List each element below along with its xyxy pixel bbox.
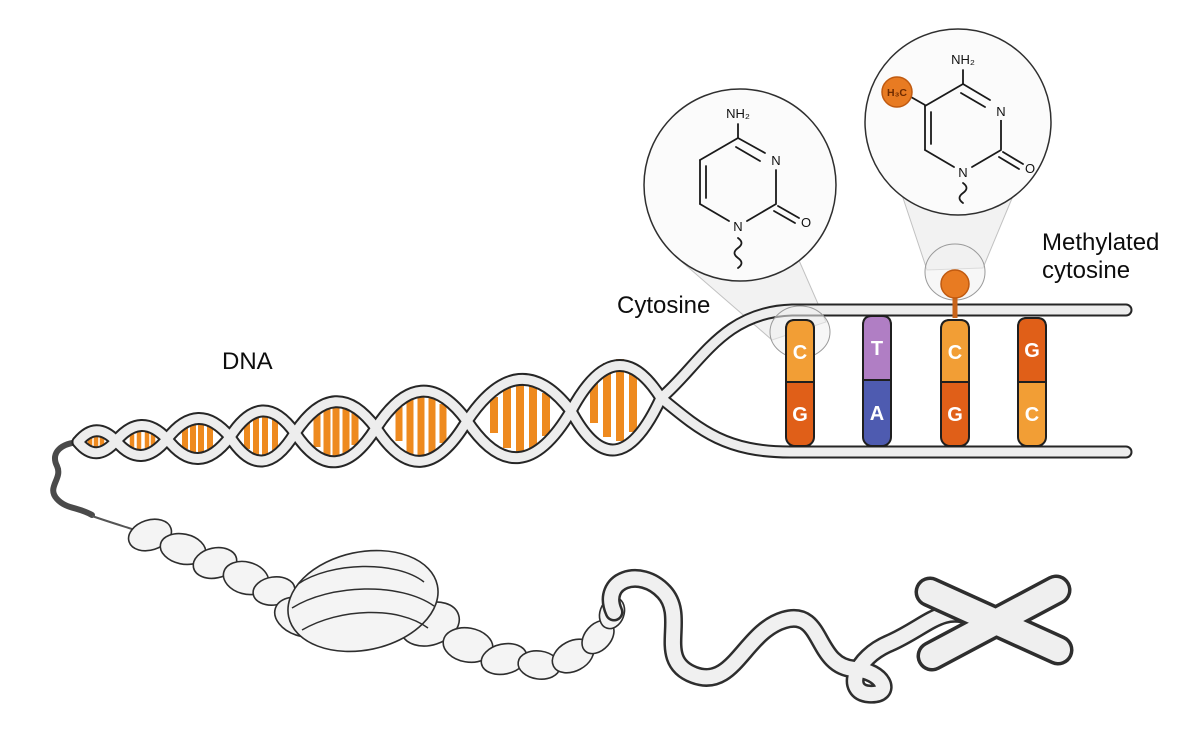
nucleosome-beads	[442, 596, 626, 680]
methyl-group-icon	[940, 269, 970, 299]
base-bottom-letter: G	[792, 404, 808, 426]
base-pair-columns: C G T A C G G C	[785, 269, 1047, 447]
glycosidic-bond-squiggle	[958, 182, 968, 204]
cytosine-label: Cytosine	[617, 292, 710, 319]
base-top-letter: G	[1024, 340, 1040, 362]
nucleosome-cluster	[273, 549, 461, 653]
chromatin-fiber	[50, 439, 1074, 704]
cytosine-zoom: NH₂ N N O	[643, 88, 837, 282]
methylated-zoom-circle	[864, 28, 1052, 216]
base-pair-column-cg: C G	[785, 319, 815, 447]
chromosome	[914, 574, 1074, 672]
ring-nitrogen-label: N	[996, 104, 1005, 119]
svg-text:Methylated: Methylated	[1042, 229, 1159, 256]
cluster-band	[291, 588, 435, 609]
base-pair-column-cg-methylated: C G	[940, 269, 970, 447]
methylated-cytosine-structure: NH₂ H₃C N N O	[881, 52, 1035, 204]
cluster-band	[297, 565, 425, 585]
dna-helix	[71, 303, 1133, 469]
nucleosome-beads	[127, 518, 296, 606]
chromatin-tube	[601, 568, 982, 704]
oxygen-label: O	[801, 215, 811, 230]
ring-nitrogen-label: N	[958, 165, 967, 180]
amino-group-label: NH₂	[726, 106, 750, 121]
methylated-cytosine-zoom: NH₂ H₃C N N O	[864, 28, 1052, 216]
base-pair-column-gc: G C	[1017, 317, 1047, 447]
base-top-letter: C	[948, 342, 962, 364]
cytosine-structure: NH₂ N N O	[699, 106, 811, 269]
glycosidic-bond-squiggle	[733, 237, 743, 269]
dna-label: DNA	[222, 348, 273, 375]
linker-dna-squiggle	[50, 439, 95, 518]
ring-nitrogen-label: N	[733, 219, 742, 234]
methyl-group-label: H₃C	[887, 87, 907, 99]
base-pair-column-ta: T A	[862, 315, 892, 447]
amino-group-label: NH₂	[951, 52, 975, 67]
methyl-group-icon	[881, 76, 913, 108]
cluster-band	[301, 611, 429, 631]
cytosine-zoom-circle	[643, 88, 837, 282]
methylated-cytosine-label: Methylated cytosine	[1042, 229, 1159, 284]
ring-nitrogen-label: N	[771, 153, 780, 168]
base-bottom-letter: C	[1025, 404, 1039, 426]
svg-text:cytosine: cytosine	[1042, 257, 1130, 284]
base-top-letter: C	[793, 342, 807, 364]
base-top-letter: T	[871, 338, 883, 360]
oxygen-label: O	[1025, 161, 1035, 176]
base-bottom-letter: A	[870, 403, 884, 425]
base-bottom-letter: G	[947, 404, 963, 426]
